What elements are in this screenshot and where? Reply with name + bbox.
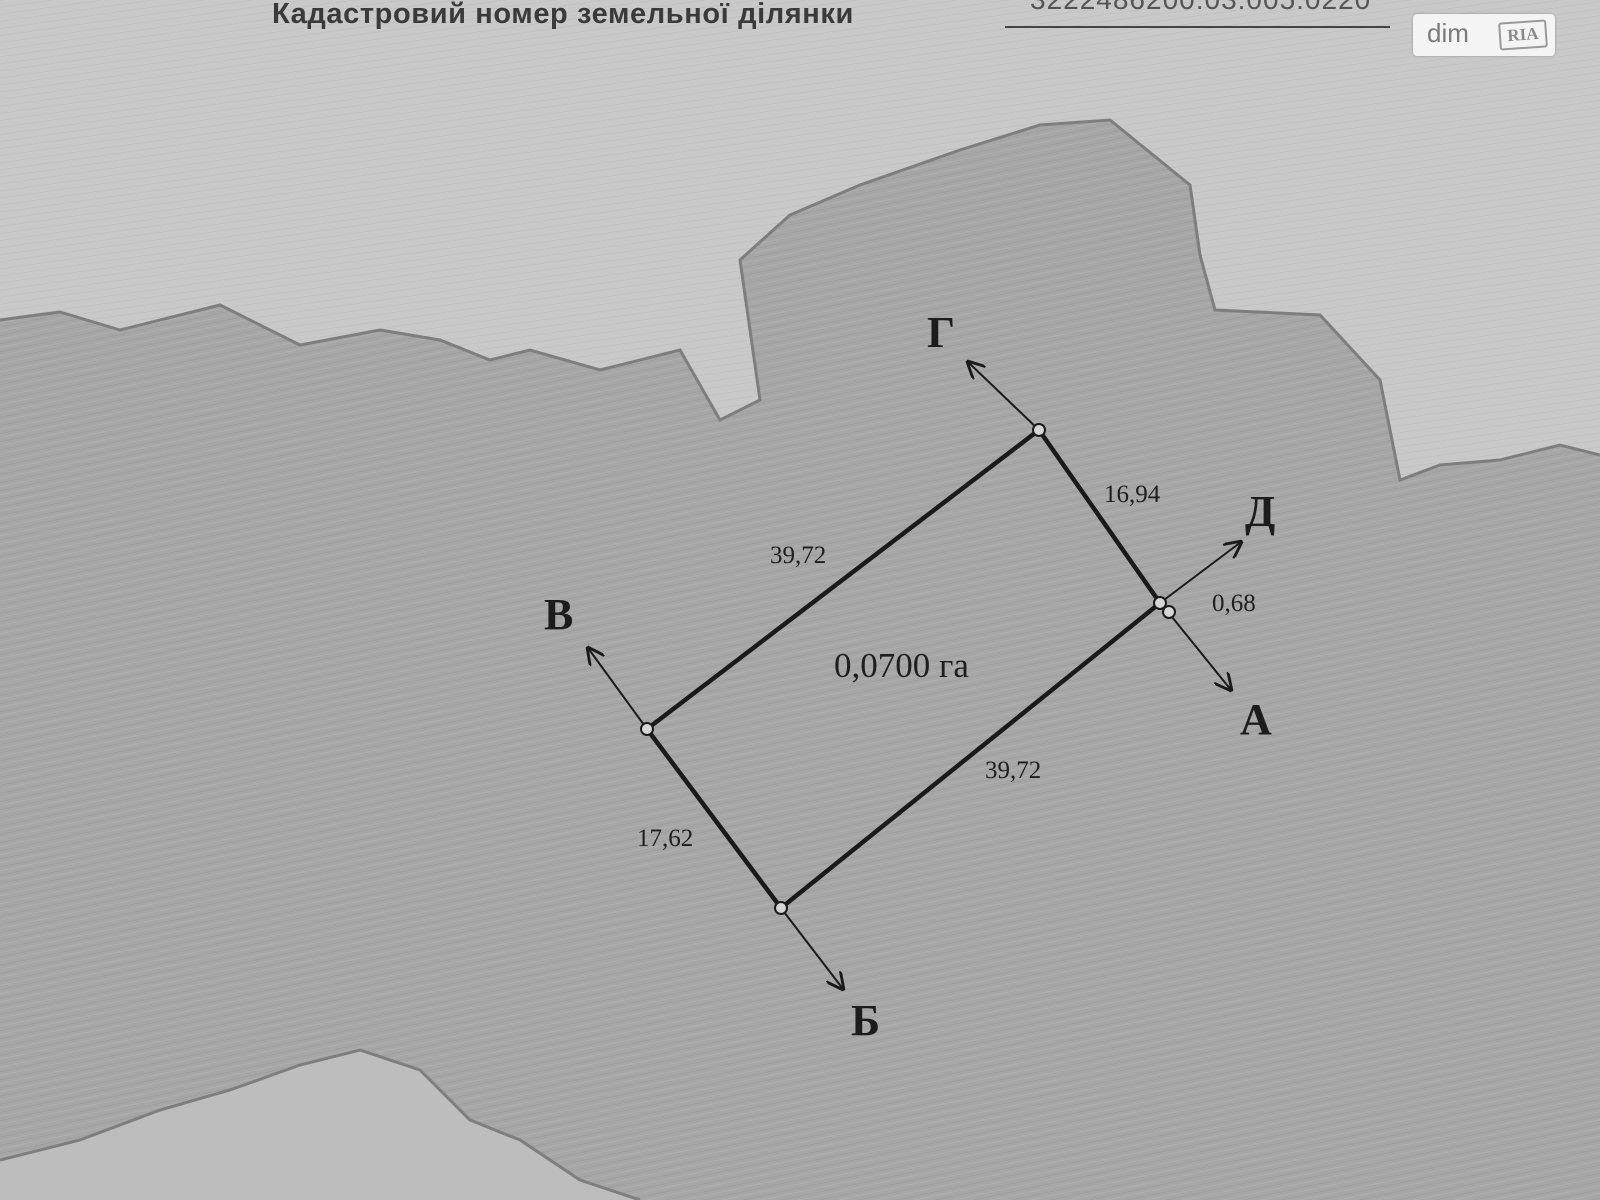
watermark-text-dim: dim	[1427, 18, 1469, 48]
guilloche-edge	[0, 118, 1600, 483]
arrow-g	[968, 362, 1040, 431]
direction-label-b: Б	[851, 996, 881, 1045]
arrow-a	[1167, 611, 1231, 690]
vertex-marker-d1	[1153, 596, 1167, 610]
cadastral-number-underline	[1005, 26, 1390, 28]
dimria-watermark: dim RIA	[1413, 14, 1555, 56]
vertex-marker-d2	[1162, 605, 1176, 619]
side-length-top: 39,72	[770, 542, 827, 569]
arrow-b	[780, 907, 843, 989]
parcel-area: 0,0700 га	[834, 646, 969, 685]
direction-label-a: А	[1240, 695, 1272, 744]
guilloche-band-texture	[0, 120, 1600, 1200]
direction-label-g: Г	[927, 308, 955, 357]
arrow-v	[588, 648, 648, 730]
side-length-right-upper: 16,94	[1104, 481, 1161, 508]
cadastral-number-label: Кадастровий номер земельної ділянки	[272, 0, 854, 30]
side-length-right-lower: 0,68	[1212, 590, 1256, 617]
watermark-text-ria: RIA	[1498, 19, 1548, 51]
cadastral-number-value: 3222486200:03:005:0220	[1030, 0, 1371, 16]
direction-label-v: В	[544, 590, 574, 639]
vertex-marker-b	[774, 901, 788, 915]
guilloche-lower-wave	[0, 1050, 640, 1200]
side-length-bottom: 39,72	[985, 757, 1042, 784]
vertex-marker-g	[1032, 423, 1046, 437]
arrow-d	[1159, 542, 1241, 604]
direction-label-d: Д	[1245, 487, 1276, 536]
guilloche-lower-edge	[0, 1048, 641, 1200]
vertex-marker-v	[640, 722, 654, 736]
side-length-left: 17,62	[637, 825, 694, 852]
